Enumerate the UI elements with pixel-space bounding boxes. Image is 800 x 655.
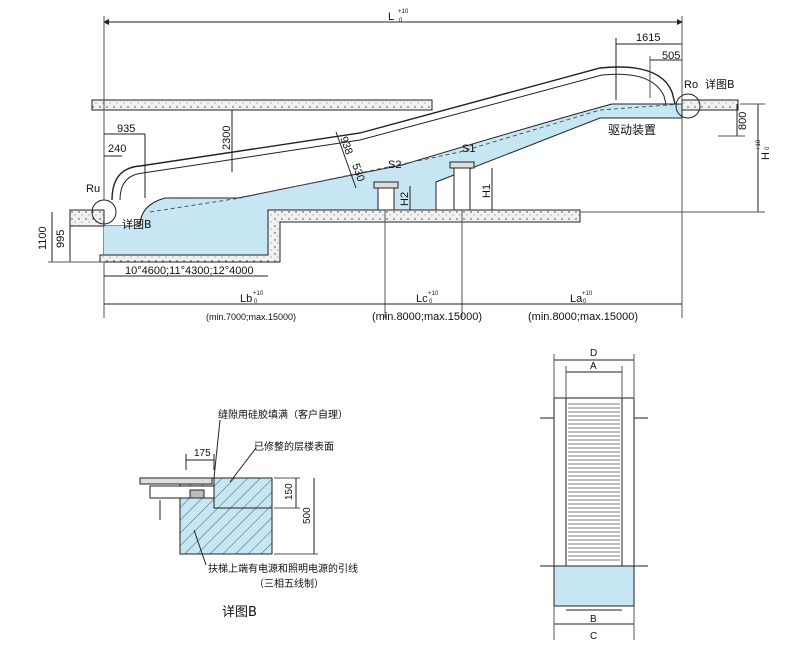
- dim-Lb-tol: +10: [253, 291, 264, 297]
- dim-530: 530: [349, 162, 367, 183]
- detail-slab: [213, 477, 273, 509]
- dim-H-tol0: 0: [765, 146, 771, 150]
- ground-slab: [99, 209, 581, 263]
- detail-b: [139, 419, 318, 566]
- plan-D: D: [590, 348, 597, 359]
- detail-circle-upper: [675, 93, 701, 119]
- detail-comb-plate: [139, 477, 213, 485]
- dim-938: 938: [337, 135, 355, 156]
- angle-lengths: 10°4600;11°4300;12°4000: [125, 265, 254, 277]
- upper-floor-slab: [91, 99, 433, 111]
- support-s1: [453, 167, 471, 211]
- label-Ru: Ru: [86, 183, 100, 195]
- dim-L-tol0: 0: [399, 18, 403, 24]
- detail-labels: 缝隙用硅胶填满（客户自理） 已修整的层楼表面 175 150 500 扶梯上端有…: [194, 408, 358, 620]
- handrail-outer: [111, 66, 676, 201]
- label-Ro: Ro: [684, 79, 698, 91]
- side-labels: L +10 0 1615 505 Ro 详图B 800 H +10 0 驱动装置…: [37, 9, 772, 323]
- detail-title: 详图B: [222, 605, 257, 620]
- plan-labels: D A B C: [590, 348, 597, 642]
- side-elevation: [48, 16, 765, 318]
- label-H2: H2: [399, 192, 411, 206]
- detail-bracket: [189, 489, 205, 499]
- dim-Lb-tol0: 0: [254, 299, 258, 305]
- dim-935: 935: [117, 123, 135, 135]
- dim-Lb: Lb: [240, 293, 252, 305]
- detail-note-power: 扶梯上端有电源和照明电源的引线: [208, 562, 358, 575]
- dim-L-tol: +10: [398, 9, 409, 15]
- detail-note-power2: （三相五线制）: [254, 577, 324, 590]
- dim-H: H: [760, 152, 772, 160]
- drive-unit-label: 驱动装置: [608, 123, 656, 137]
- step-line: [149, 103, 683, 213]
- support-s2: [377, 187, 395, 211]
- detail-dim-500: 500: [302, 507, 313, 524]
- dim-240: 240: [108, 143, 126, 155]
- label-S1: S1: [462, 143, 475, 155]
- support-s1-pad: [449, 161, 475, 169]
- plan-B: B: [590, 614, 597, 625]
- plan-view: [540, 354, 648, 640]
- label-H1: H1: [481, 184, 493, 198]
- plan-A: A: [590, 361, 597, 372]
- label-detail-lower: 详图B: [122, 217, 152, 231]
- plan-steps: [568, 403, 620, 561]
- detail-dim-150: 150: [284, 483, 295, 500]
- dim-800: 800: [737, 112, 749, 130]
- dim-La-tol0: 0: [583, 299, 587, 305]
- plan-inner: [565, 397, 623, 567]
- dim-995: 995: [55, 230, 67, 248]
- dim-Lc-tol0: 0: [429, 299, 433, 305]
- range-Lb: (min.7000;max.15000): [206, 312, 296, 322]
- detail-dim-175: 175: [194, 448, 211, 459]
- dim-L: L: [388, 11, 394, 23]
- lower-floor-slab: [69, 209, 105, 227]
- range-Lc: (min.8000;max.15000): [372, 311, 482, 323]
- dim-Lc: Lc: [416, 293, 428, 305]
- dim-1615: 1615: [636, 32, 660, 44]
- label-S2: S2: [388, 159, 401, 171]
- label-detail-upper: 详图B: [705, 77, 735, 91]
- detail-note-gap: 缝隙用硅胶填满（客户自理）: [218, 408, 348, 421]
- support-s2-pad: [373, 181, 399, 189]
- range-La: (min.8000;max.15000): [528, 311, 638, 323]
- plan-pit: [553, 565, 635, 607]
- dim-H-tol: +10: [756, 139, 762, 150]
- handrail-inner: [119, 73, 667, 201]
- dim-505: 505: [662, 50, 680, 62]
- plan-C: C: [590, 631, 597, 642]
- dim-Lc-tol: +10: [428, 291, 439, 297]
- dim-La: La: [570, 293, 583, 305]
- dim-1100: 1100: [37, 226, 49, 250]
- dim-2300: 2300: [221, 126, 233, 150]
- dim-La-tol: +10: [582, 291, 593, 297]
- lower-pit: [104, 226, 268, 255]
- upper-floor-slab-right: [681, 99, 739, 111]
- detail-note-floor: 已修整的层楼表面: [254, 440, 334, 453]
